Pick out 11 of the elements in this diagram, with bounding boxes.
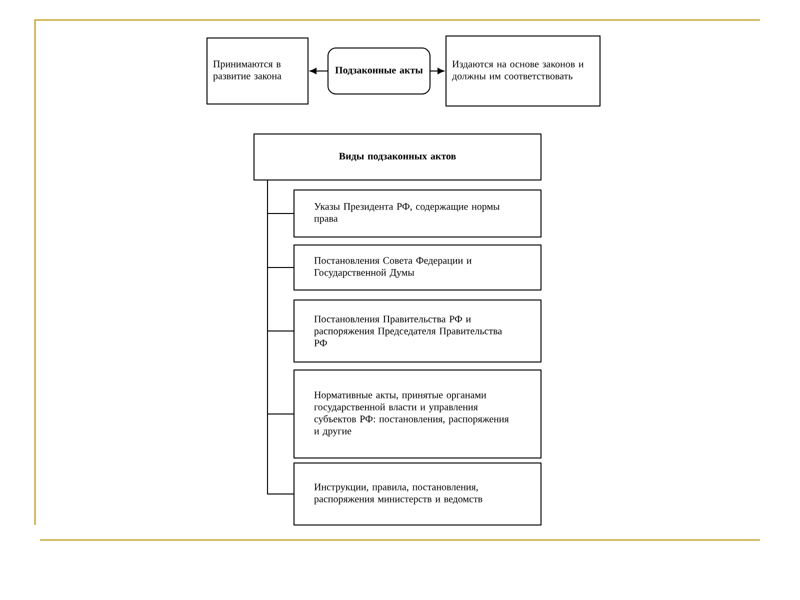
list-box: Нормативные акты, принятые органами государственной власти и управления субъектов РФ: постановления, распоряжения и другие [294, 370, 542, 458]
list-box: Постановления Правительства РФ и распоряжения Председателя Правительства РФ [294, 300, 542, 362]
heading-box: Виды подзаконных актов [254, 134, 542, 180]
list-box: Инструкции, правила, постановления, распоряжения министерств и ведомств [294, 462, 542, 526]
arrow [430, 68, 444, 74]
list-box: Указы Президента РФ, содержащие нормы права [294, 190, 542, 238]
rounded-box: Подзаконные акты [328, 48, 430, 94]
arrow [310, 68, 328, 74]
text-box: Принимаются в развитие закона [206, 38, 308, 104]
text-box: Издаются на основе законов и должны им соответствовать [446, 36, 600, 106]
list-box: Постановления Совета Федерации и Государственной Думы [294, 244, 542, 290]
